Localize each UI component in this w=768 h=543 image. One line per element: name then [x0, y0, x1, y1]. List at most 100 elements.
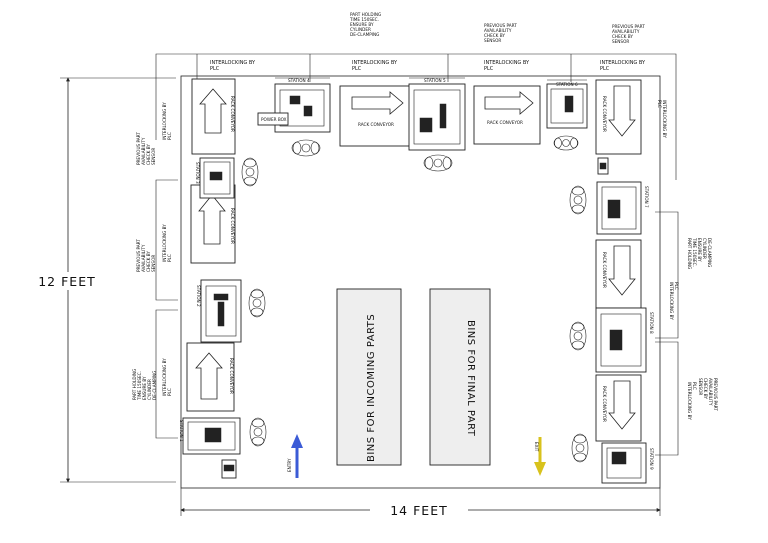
bins-incoming-parts: BINS FOR INCOMING PARTS	[336, 288, 402, 466]
right-note-top-interlock: INTERLOCKING BY PLC	[657, 100, 667, 138]
right-note-lower: PREVIOUS PART AVAILABILITY CHECK BY SENS…	[698, 378, 718, 411]
height-dimension: 12 FEET	[36, 77, 176, 483]
right-interlock-2: INTERLOCKING BY	[669, 282, 674, 320]
station-3-label: STATION 3	[195, 162, 200, 184]
prev-note-line-2: AVAILABILITY	[484, 28, 512, 33]
right-note-upper: PART HOLDING TIME 150SEC. ENSURE BY CYLI…	[687, 237, 712, 269]
right-hold-4: CYLINDER	[702, 238, 707, 259]
left-hold-4: CYLINDER	[147, 379, 152, 400]
left-hold-3: ENSURE BY	[142, 376, 147, 400]
right-interlock-lines	[655, 211, 679, 456]
top-note-previous-part-1: PREVIOUS PART AVAILABILITY CHECK BY SENS…	[484, 23, 517, 43]
entry-arrow: ENTRY	[287, 434, 303, 478]
left-prev-4: SENSOR	[151, 148, 156, 165]
station-1: STATION 1	[179, 417, 241, 479]
left-note-lower-interlock: INTERLOCKING BY PLC	[162, 358, 172, 396]
hold-note-line-4: CYLINDER	[350, 27, 371, 32]
left-mid-prev-1: PREVIOUS PART	[136, 239, 141, 272]
conveyor-label: RACK CONVEYOR	[602, 252, 607, 288]
prev-note2-line-3: CHECK BY	[612, 34, 633, 39]
bins-incoming-label: BINS FOR INCOMING PARTS	[366, 314, 377, 462]
hold-note-line-3: ENSURE BY	[350, 22, 374, 27]
left-mid-prev-4: SENSOR	[151, 255, 156, 272]
rack-conveyor-top-1: RACK CONVEYOR	[339, 85, 411, 147]
left-interlock-1: INTERLOCKING BY	[162, 102, 167, 140]
left-note-middle: PREVIOUS PART AVAILABILITY CHECK BY SENS…	[136, 239, 156, 272]
prev-note2-line-1: PREVIOUS PART	[612, 24, 645, 29]
rack-conveyor-right-1: RACK CONVEYOR	[595, 79, 642, 155]
interlock-note-top-1-plc: PLC	[210, 66, 220, 72]
prev-note-line-1: PREVIOUS PART	[484, 23, 517, 28]
left-note-middle-interlock: INTERLOCKING BY PLC	[162, 224, 172, 262]
prev-note2-line-2: AVAILABILITY	[612, 29, 640, 34]
left-prev-1: PREVIOUS PART	[136, 132, 141, 165]
bins-final-part: BINS FOR FINAL PART	[429, 288, 491, 466]
station-1-label: STATION 1	[179, 420, 184, 442]
hold-note-line-2: TIME 150SEC.	[349, 17, 379, 22]
conveyor-label: RACK CONVEYOR	[487, 120, 523, 125]
hold-note-line-1: PART HOLDING	[350, 12, 381, 17]
interlock-note-top-2: INTERLOCKING BY	[352, 60, 398, 66]
prev-note2-line-4: SENSOR	[612, 39, 629, 44]
station-7: STATION 7	[596, 181, 649, 235]
left-hold-2: TIME 150SEC.	[137, 371, 142, 401]
station-9-label: STATION 9	[649, 448, 654, 470]
exit-label: EXIT	[534, 442, 539, 452]
top-note-part-holding: PART HOLDING TIME 150SEC. ENSURE BY CYLI…	[349, 12, 381, 37]
top-interlock-lines: INTERLOCKING BY PLC INTERLOCKING BY PLC …	[155, 53, 677, 180]
exit-arrow: EXIT	[534, 437, 546, 476]
right-hold-1: PART HOLDING	[687, 238, 692, 269]
top-note-previous-part-2: PREVIOUS PART AVAILABILITY CHECK BY SENS…	[612, 24, 645, 44]
right-prev-1: PREVIOUS PART	[713, 378, 718, 411]
interlock-note-top-3-plc: PLC	[484, 66, 494, 72]
left-interlock-2: INTERLOCKING BY	[162, 224, 167, 262]
station-4-label: STATION 4	[288, 78, 310, 83]
left-hold-1: PART HOLDING	[132, 369, 137, 400]
width-dimension: 14 FEET	[180, 488, 661, 519]
power-box-label: POWER BOX	[261, 117, 287, 122]
rack-conveyor-top-2: RACK CONVEYOR	[473, 85, 541, 145]
right-note-lower-interlock: INTERLOCKING BY PLC	[687, 382, 697, 420]
station-6: STATION 6	[546, 79, 588, 129]
station-7-label: STATION 7	[644, 186, 649, 208]
station-2: STATION 2	[196, 279, 242, 343]
station-6-label: STATION 6	[556, 82, 578, 87]
right-note-upper-interlock: INTERLOCKING BY PLC	[669, 282, 679, 320]
plant-boundary	[180, 75, 661, 489]
right-hold-3: ENSURE BY	[697, 238, 702, 262]
conveyor-label: RACK CONVEYOR	[602, 96, 607, 132]
right-interlock-3-plc: PLC	[692, 382, 697, 390]
left-note-lower: PART HOLDING TIME 150SEC. ENSURE BY CYLI…	[132, 369, 157, 401]
conveyor-label: RACK CONVEYOR	[230, 208, 235, 244]
left-interlock-lines	[155, 179, 178, 439]
height-label: 12 FEET	[38, 274, 96, 289]
left-interlock-3: INTERLOCKING BY	[162, 358, 167, 396]
left-interlock-3-plc: PLC	[167, 388, 172, 396]
right-prev-4: SENSOR	[698, 378, 703, 395]
station-5: STATION 5	[408, 77, 466, 151]
right-interlock-2-plc: PLC	[674, 282, 679, 290]
left-mid-prev-3: CHECK BY	[146, 251, 151, 272]
right-interlock-1: INTERLOCKING BY	[662, 100, 667, 138]
conveyor-label: RACK CONVEYOR	[602, 386, 607, 422]
left-mid-prev-2: AVAILABILITY	[141, 244, 146, 272]
interlock-note-top-4: INTERLOCKING BY	[600, 60, 646, 66]
rack-conveyor-left-1: RACK CONVEYOR	[191, 78, 236, 155]
prev-note-line-3: CHECK BY	[484, 33, 505, 38]
left-prev-3: CHECK BY	[146, 144, 151, 165]
interlock-note-top-1: INTERLOCKING BY	[210, 60, 256, 66]
rack-conveyor-left-3: RACK CONVEYOR	[186, 342, 235, 412]
right-prev-2: AVAILABILITY	[708, 378, 713, 406]
prev-note-line-4: SENSOR	[484, 38, 501, 43]
interlock-note-top-3: INTERLOCKING BY	[484, 60, 530, 66]
entry-label: ENTRY	[287, 458, 292, 472]
left-note-upper-interlock: INTERLOCKING BY PLC	[162, 102, 172, 140]
right-prev-3: CHECK BY	[703, 378, 708, 399]
left-interlock-2-plc: PLC	[167, 254, 172, 262]
small-panel	[597, 157, 609, 175]
operator-figures	[241, 135, 589, 463]
station-3: STATION 3	[195, 157, 235, 199]
width-label: 14 FEET	[390, 503, 448, 518]
station-8-label: STATION 8	[649, 312, 654, 334]
